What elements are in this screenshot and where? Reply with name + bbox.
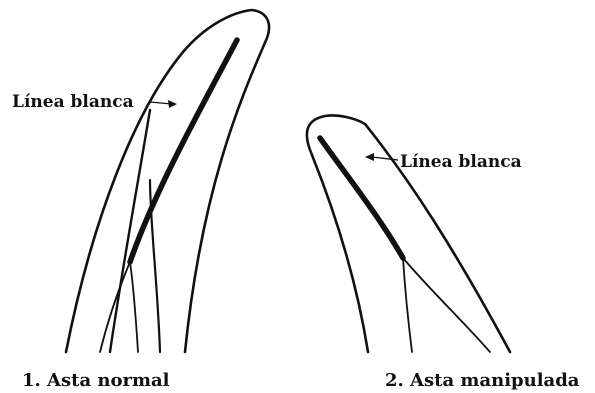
- horn-manipulated-core-left: [403, 258, 412, 352]
- horn-normal: [66, 10, 269, 352]
- pointer-arrow-2-head: [365, 153, 374, 161]
- horn-normal-outer-wall: [66, 10, 269, 352]
- white-line-label-manipulated: Línea blanca: [400, 152, 522, 172]
- horn-normal-core-right: [130, 262, 138, 352]
- caption-normal-horn: 1. Asta normal: [22, 370, 170, 391]
- caption-manipulated-horn: 2. Asta manipulada: [385, 370, 580, 391]
- pointer-arrow-1-head: [168, 100, 177, 108]
- horn-normal-white-line: [130, 40, 237, 262]
- horn-normal-core-left: [100, 262, 130, 352]
- horn-manipulated: [307, 115, 510, 352]
- white-line-label-normal: Línea blanca: [12, 92, 134, 112]
- pointer-arrow-2-shaft: [372, 157, 398, 160]
- horn-manipulated-core-right: [403, 258, 490, 352]
